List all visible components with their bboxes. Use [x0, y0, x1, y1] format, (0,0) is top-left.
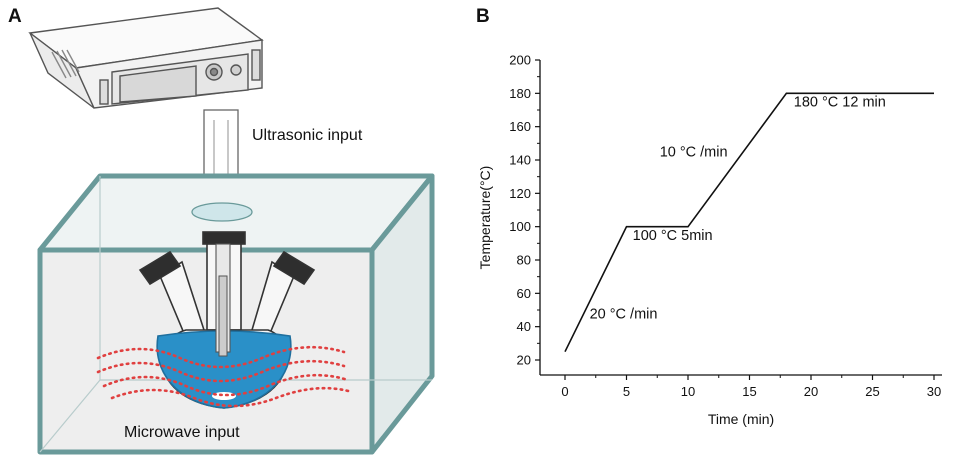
annotation-label: 180 °C 12 min	[794, 95, 886, 111]
y-tick-label: 60	[517, 286, 531, 301]
microwave-waves-icon	[96, 345, 354, 408]
y-tick-label: 100	[509, 219, 531, 234]
y-tick-label: 20	[517, 353, 531, 368]
temperature-profile-line	[564, 92, 934, 353]
temperature-chart: 20 40 60 80 100 120 140 160 180 200 0 5 10 15 20 25 30Ti…	[477, 53, 942, 427]
y-tick-label: 140	[509, 153, 531, 168]
microwave-input-label: Microwave input	[124, 424, 240, 441]
annotation-label: 100 °C 5min	[633, 228, 713, 244]
x-axis-title: Time (min)	[708, 411, 774, 427]
panel-a: A Ultrasonic input	[8, 6, 435, 455]
x-tick-label: 30	[927, 384, 941, 399]
panel-b: B 20 40 60 80 100 120 140 160 180 200 0 5 10 15 20 25 30…	[476, 6, 942, 427]
x-tick-label: 20	[804, 384, 818, 399]
annotation-label: 10 °C /min	[660, 145, 728, 161]
y-axis-title: Temperature(°C)	[477, 166, 493, 270]
x-tick-label: 25	[865, 384, 879, 399]
panel-b-label: B	[476, 6, 490, 27]
seal-disk-icon	[191, 202, 253, 222]
x-tick-label: 0	[561, 384, 568, 399]
y-tick-label: 200	[509, 53, 531, 68]
x-tick-label: 5	[623, 384, 630, 399]
y-tick-label: 160	[509, 119, 531, 134]
y-tick-label: 40	[517, 319, 531, 334]
panel-a-label: A	[8, 6, 22, 27]
y-tick-label: 180	[509, 86, 531, 101]
x-tick-label: 15	[742, 384, 756, 399]
annotation-label: 20 °C /min	[590, 306, 658, 322]
y-tick-label: 120	[509, 186, 531, 201]
ultrasonic-generator-icon	[28, 7, 264, 109]
ultrasonic-input-label: Ultrasonic input	[252, 127, 363, 144]
x-tick-label: 10	[681, 384, 695, 399]
y-tick-label: 80	[517, 253, 531, 268]
